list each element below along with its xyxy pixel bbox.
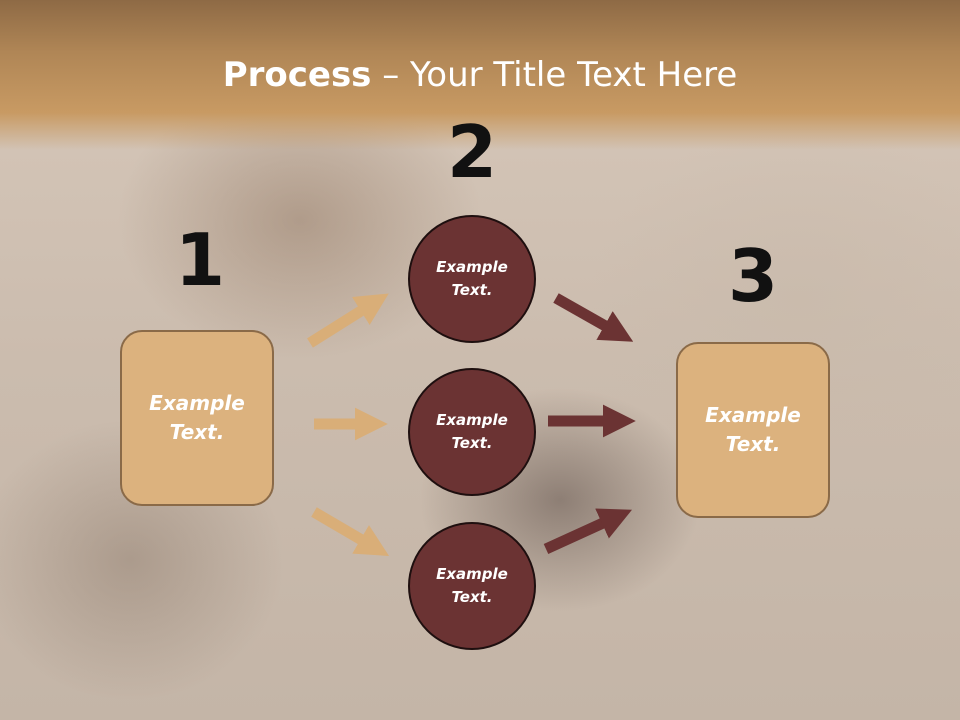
arrow-left-to-bottom: [311, 507, 390, 557]
right-box-label-line1: Example: [705, 403, 801, 427]
process-circle-middle: Example Text.: [408, 368, 536, 496]
arrow-bottom-to-right: [543, 508, 633, 555]
right-process-box: Example Text.: [676, 342, 830, 518]
process-circle-bottom: Example Text.: [408, 522, 536, 650]
right-box-label-line2: Text.: [725, 432, 781, 456]
arrow-left-to-top: [307, 293, 389, 348]
title-band: [0, 0, 960, 150]
process-circle-top: Example Text.: [408, 215, 536, 343]
arrow-top-to-right: [553, 293, 634, 342]
circle-top-label-line1: Example: [436, 258, 508, 276]
circle-top-label-line2: Text.: [451, 281, 493, 299]
slide-title: Process – Your Title Text Here: [0, 52, 960, 98]
title-bold: Process: [222, 55, 372, 95]
circle-middle-label-line2: Text.: [451, 434, 493, 452]
step-number-3: 3: [727, 234, 779, 318]
circle-bottom-label-line1: Example: [436, 565, 508, 583]
left-process-box: Example Text.: [120, 330, 274, 506]
title-rest: – Your Title Text Here: [371, 55, 738, 95]
circle-middle-label-line1: Example: [436, 411, 508, 429]
circle-bottom-label-line2: Text.: [451, 588, 493, 606]
step-number-2: 2: [446, 110, 498, 194]
left-box-label-line2: Text.: [169, 420, 225, 444]
left-box-label-line1: Example: [149, 391, 245, 415]
step-number-1: 1: [174, 218, 226, 302]
